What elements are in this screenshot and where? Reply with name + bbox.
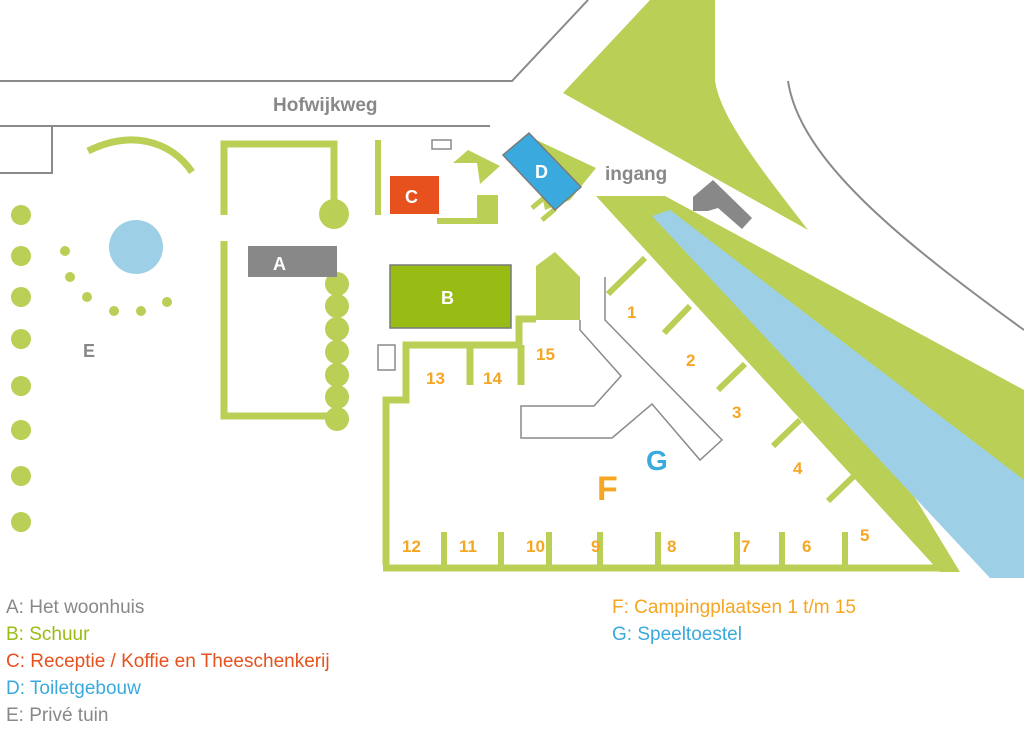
pitch-5[interactable]: 5 — [860, 526, 869, 545]
pitch-14[interactable]: 14 — [483, 369, 502, 388]
house-fence-bottom — [220, 241, 334, 420]
pitch-8[interactable]: 8 — [667, 537, 676, 556]
legend-item-g: G: Speeltoestel — [612, 624, 742, 645]
pitch-3[interactable]: 3 — [732, 403, 741, 422]
pitch-dividers-diagonal — [605, 255, 858, 504]
label-b: B — [441, 288, 454, 308]
legend-item-b: B: Schuur — [6, 624, 90, 645]
green-hut — [536, 252, 580, 320]
hedge-row — [325, 272, 349, 431]
pond — [109, 220, 163, 274]
road-edge-top — [0, 0, 589, 82]
road-curve-right — [787, 80, 1024, 331]
label-g: G — [646, 445, 668, 476]
pitch-numbers: 1 2 3 4 5 6 7 8 9 10 11 12 13 14 15 — [402, 303, 869, 556]
pitch-12[interactable]: 12 — [402, 537, 421, 556]
legend-right: F: Campingplaatsen 1 t/m 15 G: Speeltoes… — [612, 594, 856, 648]
legend-item-e: E: Privé tuin — [6, 705, 109, 726]
legend-item-a: A: Het woonhuis — [6, 597, 145, 618]
green-corner — [437, 195, 498, 224]
pitch-2[interactable]: 2 — [686, 351, 695, 370]
garden-arc — [86, 136, 195, 175]
shrub-arc — [60, 246, 172, 316]
pitch-dividers-bottom — [441, 532, 848, 566]
pitch-10[interactable]: 10 — [526, 537, 545, 556]
building-d[interactable] — [501, 131, 583, 212]
pitch-1[interactable]: 1 — [627, 303, 636, 322]
house-fence-top — [220, 140, 338, 215]
small-box — [431, 139, 452, 150]
pitch-9[interactable]: 9 — [591, 537, 600, 556]
label-c: C — [405, 187, 418, 207]
entrance-label: ingang — [605, 164, 667, 185]
building-b[interactable] — [389, 264, 512, 329]
corner-box — [0, 126, 53, 174]
road-name: Hofwijkweg — [273, 95, 378, 116]
tree-column-left — [11, 205, 31, 532]
small-box-2 — [377, 344, 396, 371]
label-e: E — [83, 341, 95, 361]
pitch-4[interactable]: 4 — [793, 459, 803, 478]
label-f: F — [597, 470, 618, 508]
green-bank-lower — [596, 196, 960, 572]
pitch-6[interactable]: 6 — [802, 537, 811, 556]
pitch-15[interactable]: 15 — [536, 345, 555, 364]
building-c[interactable] — [390, 176, 439, 214]
label-d: D — [535, 162, 548, 182]
green-arrow — [453, 150, 500, 184]
campsite-map: Hofwijkweg ingang A B C D E F G 1 2 3 4 … — [0, 0, 1024, 578]
label-a: A — [273, 254, 286, 274]
gate-structure — [693, 180, 752, 229]
green-area-entrance — [563, 0, 808, 230]
legend-item-f: F: Campingplaatsen 1 t/m 15 — [612, 597, 856, 618]
field-boundary — [382, 315, 536, 565]
legend-left: A: Het woonhuis B: Schuur C: Receptie / … — [6, 594, 330, 729]
pitch-13[interactable]: 13 — [426, 369, 445, 388]
toilet-steps — [530, 195, 557, 222]
legend-item-c: C: Receptie / Koffie en Theeschenkerij — [6, 651, 330, 672]
water-canal — [652, 210, 1024, 578]
tree — [319, 199, 349, 229]
pitch-11[interactable]: 11 — [459, 537, 477, 556]
path-outline — [520, 277, 724, 462]
building-a[interactable] — [248, 246, 337, 277]
pitch-7[interactable]: 7 — [741, 537, 750, 556]
legend-item-d: D: Toiletgebouw — [6, 678, 141, 699]
